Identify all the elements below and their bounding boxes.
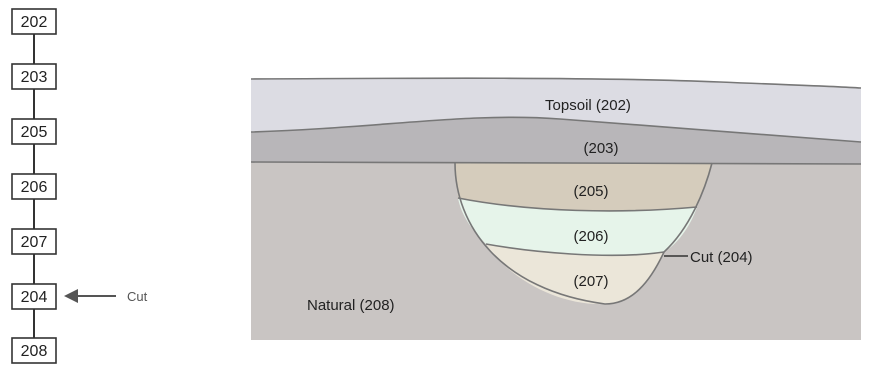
topsoil-layer	[251, 78, 861, 142]
context-number: 205	[21, 124, 48, 141]
cut-204-outline	[454, 162, 713, 305]
layer-203-label: (203)	[583, 140, 618, 157]
topsoil-base-line	[250, 116, 862, 143]
context-number: 208	[21, 343, 48, 360]
natural-label: Natural (208)	[307, 297, 395, 314]
harris-matrix: 202 203 205 206 207 204 208 Cut	[11, 8, 148, 364]
context-box-208: 208	[11, 337, 57, 364]
cut-arrow: Cut	[64, 289, 148, 304]
topsoil-label: Topsoil (202)	[545, 97, 631, 114]
fill-205	[455, 163, 712, 211]
layer-203-base-line	[250, 161, 862, 165]
context-box-204: 204	[11, 283, 57, 310]
arrowhead-icon	[64, 289, 78, 303]
context-number: 203	[21, 69, 48, 86]
context-box-207: 207	[11, 228, 57, 255]
section-drawing: Topsoil (202) (203) (205) (206) (207) Cu…	[250, 77, 862, 340]
fill-206	[458, 198, 697, 256]
context-box-206: 206	[11, 173, 57, 200]
fill-206-base-line	[485, 243, 665, 257]
fill-207	[486, 244, 664, 305]
fill-205-base-line	[457, 197, 698, 212]
context-number: 206	[21, 179, 48, 196]
context-box-205: 205	[11, 118, 57, 145]
cut-204-label: Cut (204)	[690, 249, 753, 266]
cut-arrow-label: Cut	[127, 289, 148, 304]
fill-206-label: (206)	[573, 228, 608, 245]
context-box-202: 202	[11, 8, 57, 35]
context-box-203: 203	[11, 63, 57, 90]
context-number: 207	[21, 234, 48, 251]
fill-205-label: (205)	[573, 183, 608, 200]
context-number: 202	[21, 14, 48, 31]
context-number: 204	[21, 289, 48, 306]
layer-203	[251, 117, 861, 164]
topsoil-surface-line	[250, 77, 862, 89]
fill-207-label: (207)	[573, 273, 608, 290]
